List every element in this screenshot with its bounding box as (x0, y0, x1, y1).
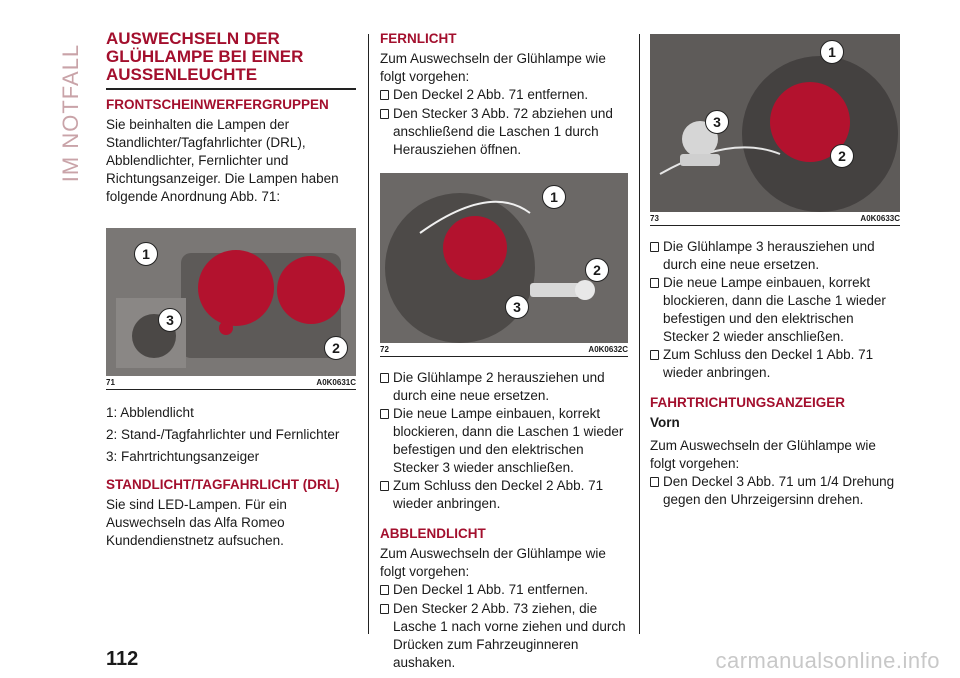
section-heading-fernlicht: FERNLICHT (380, 31, 457, 46)
step-item: Die Glühlampe 3 herausziehen und durch e… (650, 238, 900, 274)
legend-item-2: 2: Stand-/Tagfahrlichter und Fernlichter (106, 427, 340, 442)
section-text-drl: Sie sind LED-Lampen. Für ein Auswechseln… (106, 497, 287, 548)
figure-71-illustration (106, 228, 356, 376)
intro-text: Zum Auswechseln der Glühlampe wie folgt … (650, 438, 876, 471)
section-heading-drl: STANDLICHT/TAGFAHRLICHT (DRL) (106, 477, 340, 492)
step-item: Die neue Lampe einbauen, korrekt blockie… (650, 274, 900, 346)
section-heading-fahrtrichtungsanzeiger: FAHRTRICHTUNGSANZEIGER (650, 395, 845, 410)
step-item: Den Stecker 2 Abb. 73 ziehen, die Lasche… (380, 600, 628, 672)
callout-3: 3 (158, 308, 182, 332)
step-item: Den Deckel 1 Abb. 71 entfernen. (380, 581, 628, 600)
callout-2: 2 (830, 144, 854, 168)
legend-item-3: 3: Fahrtrichtungsanzeiger (106, 449, 260, 464)
section-heading-frontscheinwerfer: FRONTSCHEINWERFERGRUPPEN (106, 97, 329, 112)
figure-71: 1 2 3 (106, 228, 356, 376)
step-item: Die Glühlampe 2 herausziehen und durch e… (380, 369, 628, 405)
figure-72: 1 2 3 (380, 173, 628, 343)
section-heading-abblendlicht: ABBLENDLICHT (380, 526, 486, 541)
watermark: carmanualsonline.info (715, 648, 940, 673)
callout-3: 3 (505, 295, 529, 319)
step-item: Den Deckel 3 Abb. 71 um 1/4 Drehung gege… (650, 473, 900, 509)
legend-item-1: 1: Abblendlicht (106, 405, 194, 420)
page-title: AUSWECHSELN DER GLÜHLAMPE BEI EINER AUSS… (106, 30, 356, 90)
column-1: AUSWECHSELN DER GLÜHLAMPE BEI EINER AUSS… (106, 30, 356, 550)
side-tab: IM NOTFALL (58, 43, 83, 183)
column-divider (639, 34, 640, 634)
figure-73-illustration (650, 34, 900, 212)
callout-3: 3 (705, 110, 729, 134)
figure-72-illustration (380, 173, 628, 343)
callout-1: 1 (134, 242, 158, 266)
column-divider (368, 34, 369, 634)
section-text: Sie beinhalten die Lampen der Standlicht… (106, 117, 339, 204)
intro-text: Zum Auswechseln der Glühlampe wie folgt … (380, 51, 606, 84)
figure-73: 1 2 3 (650, 34, 900, 212)
page-number: 112 (106, 648, 139, 670)
step-item: Den Stecker 3 Abb. 72 abziehen und ansch… (380, 105, 628, 159)
subheading-vorn: Vorn (650, 415, 680, 430)
step-item: Den Deckel 2 Abb. 71 entfernen. (380, 86, 628, 105)
callout-1: 1 (820, 40, 844, 64)
callout-2: 2 (324, 336, 348, 360)
intro-text: Zum Auswechseln der Glühlampe wie folgt … (380, 546, 606, 579)
callout-2: 2 (585, 258, 609, 282)
column-2: FERNLICHT Zum Auswechseln der Glühlampe … (380, 30, 628, 672)
step-item: Zum Schluss den Deckel 2 Abb. 71 wieder … (380, 477, 628, 513)
step-item: Die neue Lampe einbauen, korrekt blockie… (380, 405, 628, 477)
step-item: Zum Schluss den Deckel 1 Abb. 71 wieder … (650, 346, 900, 382)
callout-1: 1 (542, 185, 566, 209)
